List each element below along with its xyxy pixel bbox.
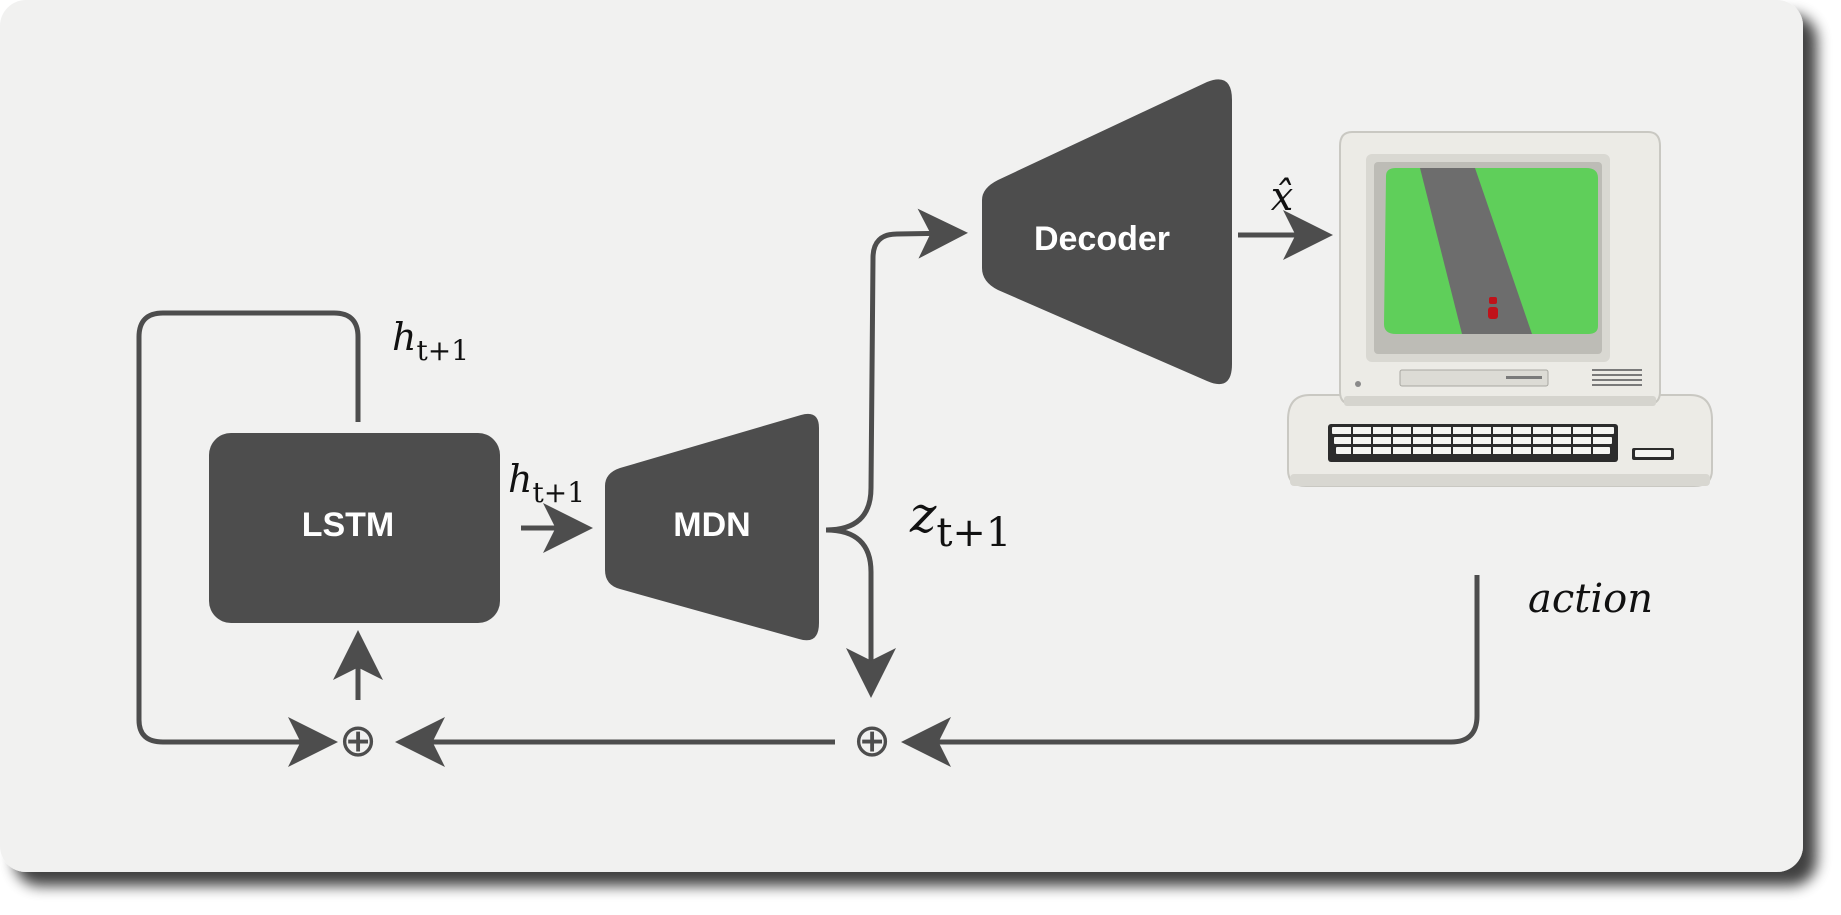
h-to-mdn-label: ht+1: [508, 457, 585, 509]
sum-operator-right: ⊕: [853, 713, 892, 767]
mdn-label: MDN: [673, 506, 750, 544]
action-label: action: [1528, 576, 1653, 622]
action-arrow: [901, 575, 1480, 767]
h-to-mdn-base: h: [508, 457, 532, 501]
z-next-label: zt+1: [909, 486, 1011, 556]
z-next-base: z: [909, 486, 937, 544]
decoder-label: Decoder: [1034, 220, 1170, 258]
h-feedback-sub: t+1: [416, 334, 469, 367]
h-feedback-base: h: [392, 315, 416, 359]
z-next-sub: t+1: [936, 510, 1011, 556]
h-to-mdn-sub: t+1: [532, 476, 585, 509]
decoder-block: Decoder: [982, 79, 1232, 385]
h-feedback-label: ht+1: [392, 315, 469, 367]
sum-operator-left: ⊕: [339, 713, 378, 767]
mdn-to-sum-arrow: [825, 527, 896, 698]
recurrent-loop-arrow: [136, 310, 361, 767]
mdn-block: MDN: [605, 413, 819, 641]
x-hat-label: x̂: [1271, 174, 1294, 220]
lstm-block: LSTM: [209, 433, 500, 623]
retro-computer-icon: [1287, 131, 1713, 487]
mdn-to-decoder-arrow: [825, 208, 968, 533]
lstm-label: LSTM: [302, 506, 395, 544]
